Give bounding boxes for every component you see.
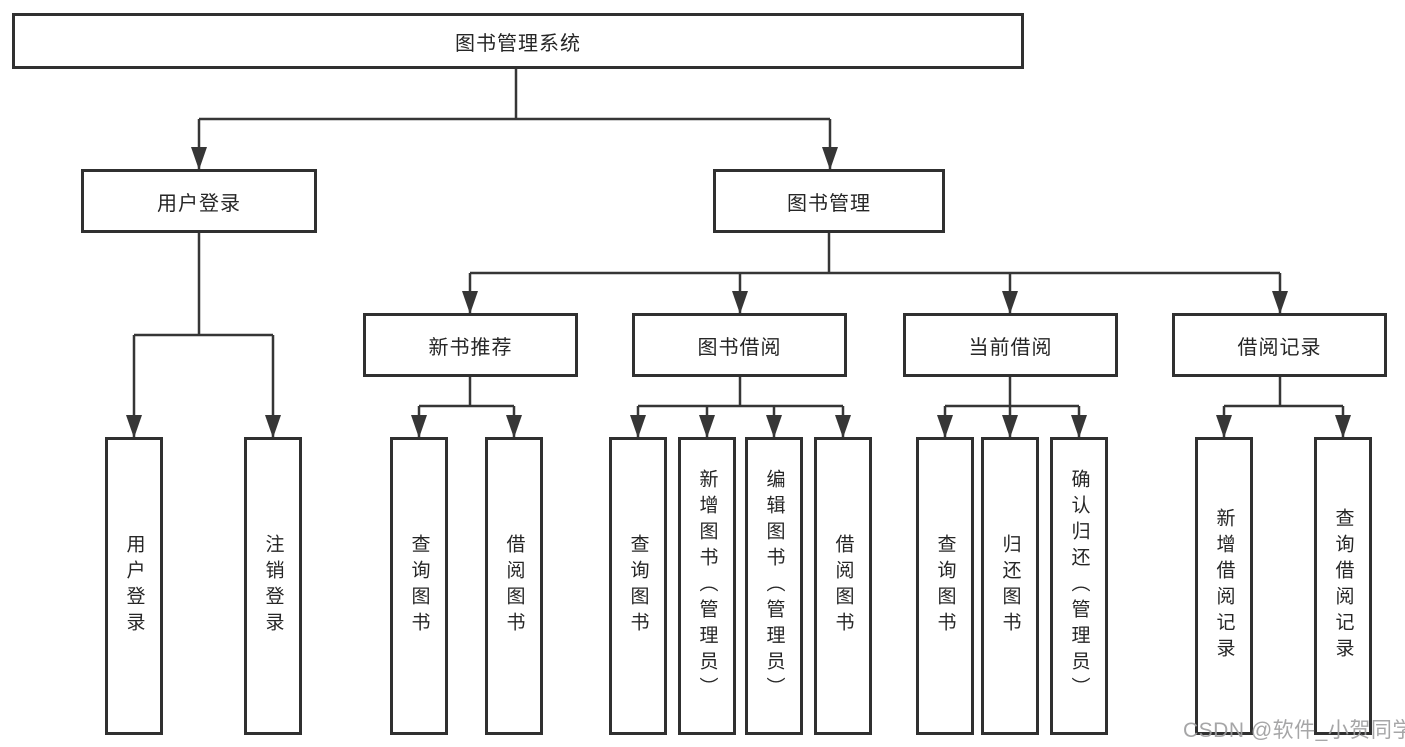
node-label: 当前借阅: [968, 336, 1053, 359]
leaf-label: 借阅图书: [503, 534, 525, 638]
node-root-library-system: 图书管理系统: [12, 13, 1024, 69]
leaf-label: 注销登录: [262, 534, 284, 638]
node-new-book-recommend: 新书推荐: [363, 313, 578, 377]
leaf-label: 确认归还（管理员）: [1068, 469, 1090, 703]
leaf-return-books: 归还图书: [981, 437, 1039, 735]
node-label: 借阅记录: [1237, 336, 1322, 359]
node-label: 图书管理系统: [455, 32, 581, 55]
leaf-query-books-borrow: 查询图书: [609, 437, 667, 735]
node-label: 图书借阅: [697, 336, 782, 359]
leaf-label: 用户登录: [123, 534, 145, 638]
leaf-label: 新增借阅记录: [1213, 508, 1235, 664]
node-user-login: 用户登录: [81, 169, 317, 233]
node-book-borrow: 图书借阅: [632, 313, 847, 377]
leaf-label: 查询借阅记录: [1332, 508, 1354, 664]
leaf-label: 归还图书: [999, 534, 1021, 638]
leaf-edit-book-admin: 编辑图书（管理员）: [745, 437, 803, 735]
node-label: 新书推荐: [428, 336, 513, 359]
leaf-label: 查询图书: [627, 534, 649, 638]
leaf-add-book-admin: 新增图书（管理员）: [678, 437, 736, 735]
leaf-add-borrow-record: 新增借阅记录: [1195, 437, 1253, 735]
leaf-label: 借阅图书: [832, 534, 854, 638]
leaf-query-books-recommend: 查询图书: [390, 437, 448, 735]
node-current-borrow: 当前借阅: [903, 313, 1118, 377]
leaf-label: 新增图书（管理员）: [696, 469, 718, 703]
leaf-user-login: 用户登录: [105, 437, 163, 735]
node-label: 用户登录: [157, 192, 241, 215]
leaf-borrow-books-borrow: 借阅图书: [814, 437, 872, 735]
leaf-query-books-current: 查询图书: [916, 437, 974, 735]
leaf-borrow-books-recommend: 借阅图书: [485, 437, 543, 735]
node-book-management: 图书管理: [713, 169, 945, 233]
node-label: 图书管理: [787, 192, 871, 215]
leaf-confirm-return-admin: 确认归还（管理员）: [1050, 437, 1108, 735]
leaf-label: 查询图书: [934, 534, 956, 638]
leaf-logout: 注销登录: [244, 437, 302, 735]
node-borrow-records: 借阅记录: [1172, 313, 1387, 377]
csdn-watermark: CSDN @软件_小贺同学: [1183, 719, 1405, 742]
leaf-label: 查询图书: [408, 534, 430, 638]
leaf-query-borrow-record: 查询借阅记录: [1314, 437, 1372, 735]
leaf-label: 编辑图书（管理员）: [763, 469, 785, 703]
